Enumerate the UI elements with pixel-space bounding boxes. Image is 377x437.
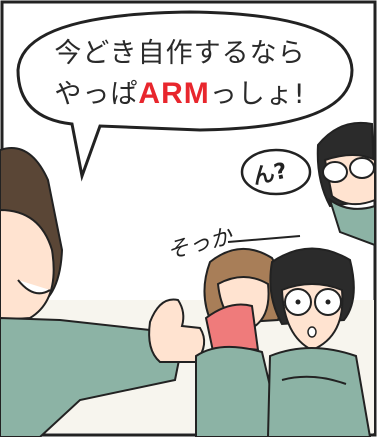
question-bubble: [240, 148, 312, 196]
crossed-arms: [281, 375, 347, 385]
thumbs-up-hand: [148, 298, 206, 363]
glasses-man-front-eye-left: [295, 299, 301, 305]
glasses-man-front-mouth: [307, 326, 317, 338]
pointing-man: [0, 147, 206, 437]
speech-bubble: [16, 10, 354, 182]
speech-line-1: 今どき自作するなら: [54, 38, 306, 69]
glasses-man-front-jacket: [266, 347, 372, 437]
glasses-man-front: [266, 247, 372, 437]
glasses-man-top-glasses-left: [322, 161, 348, 183]
speech-bubble-text: 今どき自作するなら やっぱARMっしょ!: [40, 34, 320, 115]
woman-with-book: [195, 247, 284, 437]
pointing-man-mouth: [17, 279, 51, 295]
glasses-man-top-jacket: [328, 197, 376, 247]
speech-line-2-prefix: やっぱ: [54, 79, 139, 110]
glasses-man-front-eye-right: [325, 299, 331, 305]
arm-highlight: ARM: [138, 77, 210, 110]
glasses-man-top-glasses-right: [349, 157, 375, 179]
reaction-line: [227, 235, 301, 243]
speech-line-2-suffix: っしょ!: [209, 79, 306, 110]
speech-line-2: やっぱARMっしょ!: [40, 74, 320, 115]
glasses-man-top: [316, 121, 377, 247]
